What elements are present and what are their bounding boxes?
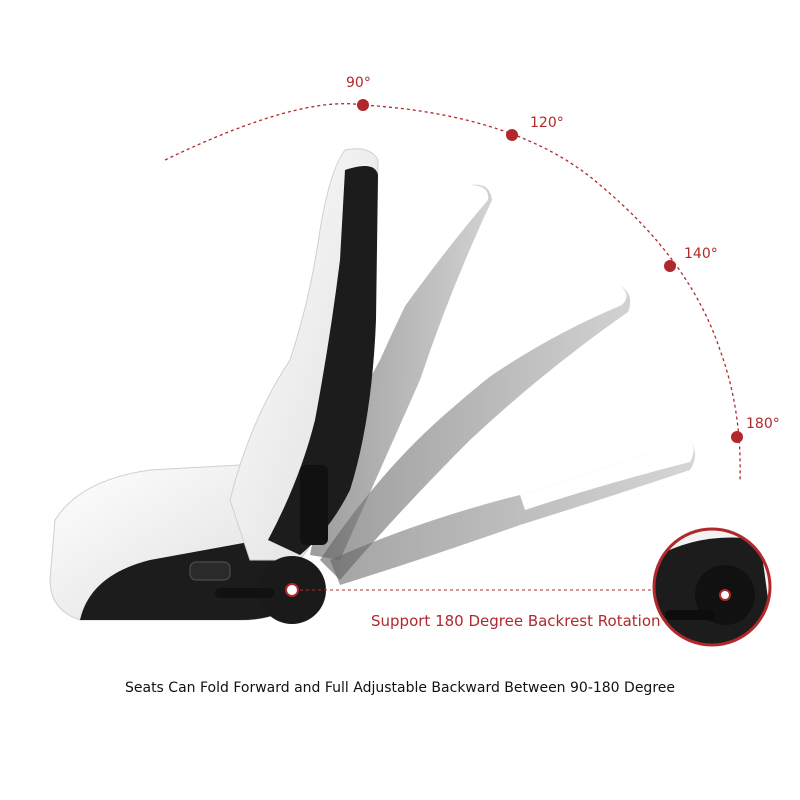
angle-dot-90 — [357, 99, 369, 111]
angle-label-120: 120° — [530, 115, 564, 131]
recliner-knob-icon — [215, 556, 326, 624]
bottom-caption: Seats Can Fold Forward and Full Adjustab… — [124, 680, 675, 696]
angle-dot-140 — [664, 260, 676, 272]
angle-dot-180 — [731, 431, 743, 443]
feature-callout-text: Support 180 Degree Backrest Rotation — [371, 612, 661, 630]
zoom-detail — [652, 527, 772, 647]
angle-dot-120 — [506, 129, 518, 141]
angle-label-140: 140° — [684, 246, 718, 262]
backrest-ghost-140 — [320, 285, 631, 580]
angle-label-180: 180° — [746, 416, 780, 432]
backrest-ghost-180 — [330, 440, 695, 585]
angle-label-90: 90° — [346, 75, 371, 91]
backrest-upright — [229, 148, 379, 561]
